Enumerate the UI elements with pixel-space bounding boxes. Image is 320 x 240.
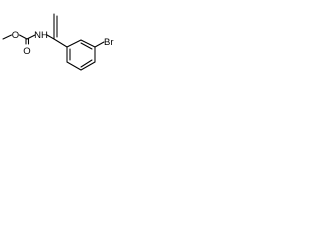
atom-label-br: Br bbox=[104, 37, 114, 48]
bond-o-carbonyl-c bbox=[18, 34, 28, 40]
bond-carbonyl-c-n bbox=[26, 34, 36, 40]
ring-inner-bond-2 bbox=[80, 59, 93, 68]
ring-bond-4 bbox=[80, 61, 96, 71]
atom-label-nh: NH bbox=[34, 30, 48, 41]
atom-label-o-carbonyl: O bbox=[23, 46, 30, 57]
bond-ring-br bbox=[94, 41, 105, 48]
bond-n-vinyl-c bbox=[46, 34, 55, 40]
atom-label-o-ester: O bbox=[12, 30, 19, 41]
ring-bond-5 bbox=[66, 61, 82, 71]
ring-bond-2 bbox=[80, 39, 96, 48]
bond-vinyl-c-ring bbox=[53, 38, 68, 48]
ring-bond-1 bbox=[66, 39, 82, 48]
bonds bbox=[2, 13, 105, 71]
bond-methyl-o bbox=[2, 34, 13, 40]
chemical-structure: O O NH Br bbox=[2, 13, 114, 71]
ring-inner-bond-1 bbox=[80, 42, 93, 50]
atom-labels: O O NH Br bbox=[12, 30, 114, 57]
